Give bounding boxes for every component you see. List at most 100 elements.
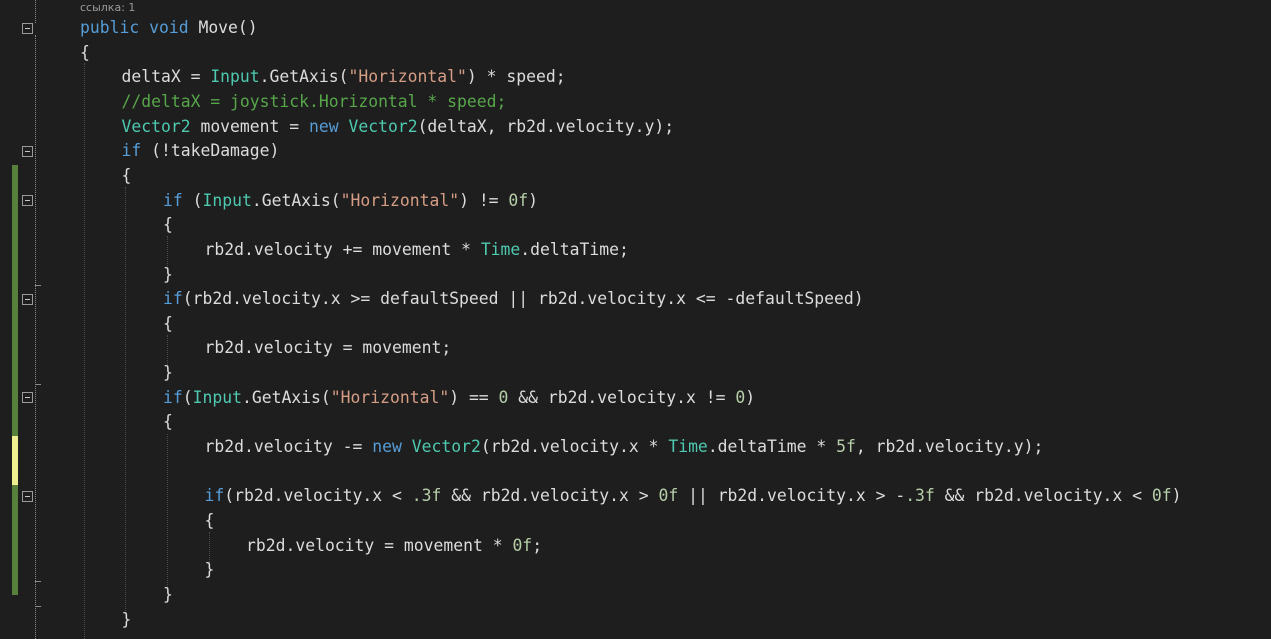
code-token: .deltaTime * xyxy=(707,437,837,457)
code-line[interactable]: if (Input.GetAxis("Horizontal") != 0f) xyxy=(163,189,538,213)
code-token: if xyxy=(121,141,142,161)
code-token: .3f xyxy=(905,486,935,506)
code-token: void xyxy=(149,18,189,37)
code-line[interactable]: } xyxy=(163,361,173,385)
code-token: } xyxy=(204,560,215,580)
code-token: ( xyxy=(182,190,203,210)
code-token xyxy=(139,18,149,37)
code-token: ) == xyxy=(449,387,499,407)
references-codelens[interactable]: ссылка: 1 xyxy=(80,1,136,14)
code-line[interactable]: } xyxy=(205,558,215,582)
outline-line xyxy=(35,0,37,23)
code-token: } xyxy=(163,584,173,604)
code-line[interactable]: { xyxy=(205,509,215,533)
code-token: && rb2d.velocity.x > xyxy=(441,486,659,506)
code-line[interactable]: { xyxy=(163,410,173,434)
code-token: if xyxy=(204,486,225,506)
code-line[interactable]: rb2d.velocity += movement * Time.deltaTi… xyxy=(205,238,629,262)
code-token: .GetAxis( xyxy=(241,387,331,407)
code-token: rb2d.velocity = movement * xyxy=(246,535,513,555)
code-line[interactable]: if(rb2d.velocity.x >= defaultSpeed || rb… xyxy=(163,287,864,311)
code-token: 0f xyxy=(658,486,679,506)
code-token: .3f xyxy=(411,486,442,506)
code-token: Input xyxy=(192,387,242,407)
outline-end-tick xyxy=(35,384,41,385)
code-line[interactable]: } xyxy=(163,263,173,287)
code-token: { xyxy=(80,42,90,62)
code-line[interactable]: public void Move() xyxy=(80,16,258,40)
code-token: //deltaX = joystick.Horizontal * speed; xyxy=(121,91,507,111)
code-token xyxy=(402,437,412,456)
unsaved-change-bar xyxy=(12,436,18,485)
code-token: ) xyxy=(745,387,756,407)
code-token: new xyxy=(372,437,402,457)
code-token: Vector2 xyxy=(121,116,191,136)
code-token: } xyxy=(163,363,173,383)
code-token: (rb2d.velocity.x * xyxy=(480,437,669,457)
code-line[interactable]: { xyxy=(163,213,173,237)
code-token: } xyxy=(163,264,173,284)
code-token: rb2d.velocity = movement; xyxy=(204,338,452,358)
code-line[interactable]: deltaX = Input.GetAxis("Horizontal") * s… xyxy=(122,65,566,89)
code-line[interactable]: if(Input.GetAxis("Horizontal") == 0 && r… xyxy=(163,386,755,410)
code-token: 0f xyxy=(508,190,529,210)
saved-change-bar xyxy=(12,165,18,436)
code-token: { xyxy=(163,215,173,235)
outline-end-tick xyxy=(35,581,41,582)
code-line[interactable]: //deltaX = joystick.Horizontal * speed; xyxy=(122,90,507,114)
indent-guide xyxy=(209,532,210,562)
saved-change-bar xyxy=(12,485,18,595)
code-token: public xyxy=(80,18,140,37)
code-line[interactable]: rb2d.velocity -= new Vector2(rb2d.veloci… xyxy=(205,435,1044,459)
code-line[interactable]: } xyxy=(163,583,173,607)
code-token: (rb2d.velocity.x >= defaultSpeed || rb2d… xyxy=(182,289,864,309)
code-token: { xyxy=(121,165,132,185)
outline-end-tick xyxy=(35,285,41,286)
indent-guide xyxy=(167,434,168,587)
collapse-icon[interactable] xyxy=(22,23,33,34)
code-token: { xyxy=(163,313,173,333)
collapse-icon[interactable] xyxy=(22,294,33,305)
indent-guide xyxy=(167,236,168,266)
code-token: rb2d.velocity += movement * xyxy=(204,239,481,259)
code-token: || rb2d.velocity.x > - xyxy=(678,486,906,506)
collapse-icon[interactable] xyxy=(22,146,33,157)
code-token: Vector2 xyxy=(411,437,481,457)
code-token: ) xyxy=(1171,486,1182,506)
outline-line xyxy=(35,35,37,639)
code-line[interactable]: if(rb2d.velocity.x < .3f && rb2d.velocit… xyxy=(205,484,1182,508)
collapse-icon[interactable] xyxy=(22,491,33,502)
code-token: (deltaX, rb2d.velocity.y); xyxy=(417,116,675,136)
code-token: if xyxy=(163,387,183,407)
code-line[interactable]: { xyxy=(163,312,173,336)
code-token: 0f xyxy=(512,535,533,555)
code-line[interactable]: { xyxy=(80,41,90,65)
code-token: Input xyxy=(210,67,260,87)
code-token: Move() xyxy=(188,18,258,37)
code-token: && rb2d.velocity.x != xyxy=(508,387,736,407)
code-token: Input xyxy=(202,190,252,210)
indent-guide xyxy=(125,187,126,611)
code-line[interactable]: rb2d.velocity = movement * 0f; xyxy=(246,534,542,558)
code-token xyxy=(339,117,349,136)
code-token: 0 xyxy=(735,387,746,407)
code-token: Vector2 xyxy=(348,116,418,136)
code-token: "Horizontal" xyxy=(348,67,467,87)
code-line[interactable]: { xyxy=(122,164,132,188)
code-token: { xyxy=(163,412,173,432)
code-token: && rb2d.velocity.x < xyxy=(934,486,1152,506)
code-token: Time xyxy=(668,437,708,457)
editor-gutter xyxy=(0,0,60,639)
code-token: ; xyxy=(532,535,543,555)
code-token: deltaX = xyxy=(121,67,211,87)
code-line[interactable]: Vector2 movement = new Vector2(deltaX, r… xyxy=(122,115,675,139)
code-line[interactable]: if (!takeDamage) xyxy=(122,139,280,163)
code-line[interactable]: rb2d.velocity = movement; xyxy=(205,336,452,360)
collapse-icon[interactable] xyxy=(22,392,33,403)
code-token: "Horizontal" xyxy=(330,387,450,407)
code-token: "Horizontal" xyxy=(340,190,460,210)
collapse-icon[interactable] xyxy=(22,195,33,206)
code-token: new xyxy=(309,116,339,136)
code-line[interactable]: } xyxy=(122,608,132,632)
